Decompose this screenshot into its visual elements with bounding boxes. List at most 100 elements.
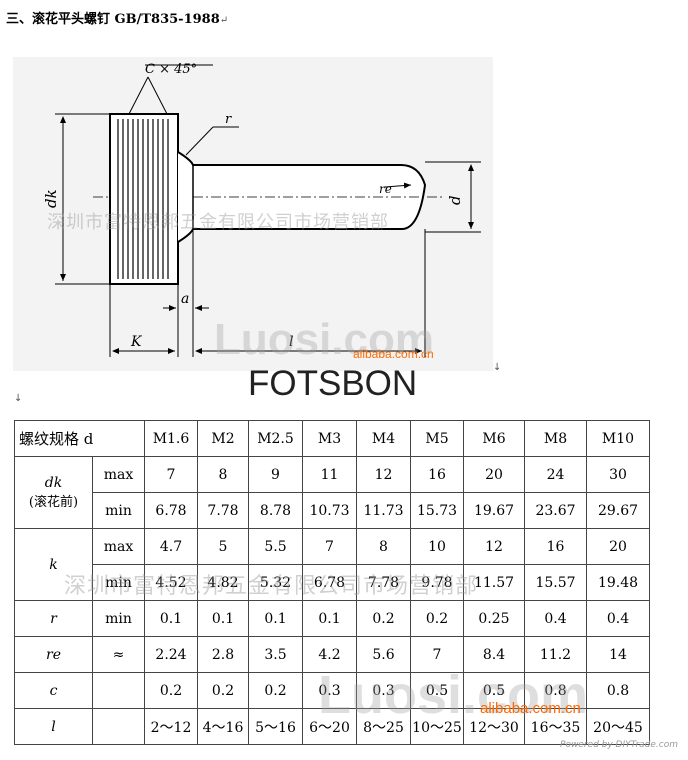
value-cell: 0.1 <box>197 600 249 637</box>
value-cell: 16 <box>410 456 464 493</box>
value-cell: 11.2 <box>524 636 587 673</box>
value-cell: 6～20 <box>302 708 357 745</box>
value-cell: 7 <box>144 456 198 493</box>
value-cell: 14 <box>586 636 650 673</box>
param-symbol-cell: k <box>14 528 93 601</box>
param-symbol: l <box>51 718 56 735</box>
value-cell: 20～45 <box>586 708 650 745</box>
value-cell: 20 <box>463 456 525 493</box>
param-note: (滚花前) <box>28 495 79 510</box>
value-cell: 0.4 <box>586 600 650 637</box>
size-header-cell: M2.5 <box>248 420 303 457</box>
chamfer-label: C × 45° <box>145 62 197 77</box>
value-cell: 12～30 <box>463 708 525 745</box>
value-cell: 0.25 <box>463 600 525 637</box>
value-cell: 10 <box>410 528 464 565</box>
param-symbol-cell: l <box>14 708 93 745</box>
value-cell: 11.73 <box>356 492 411 529</box>
k-label: K <box>130 334 143 350</box>
value-cell: 10～25 <box>410 708 464 745</box>
value-cell: 0.8 <box>586 672 650 709</box>
param-symbol: r <box>50 610 57 627</box>
value-cell: 2.24 <box>144 636 198 673</box>
param-symbol-cell: dk (滚花前) <box>14 456 93 529</box>
value-cell: 7.78 <box>356 564 411 601</box>
param-subtype-cell: ≈ <box>92 636 145 673</box>
param-symbol: dk <box>44 475 63 491</box>
technical-drawing: C × 45° r re dk d a K l <box>13 57 493 371</box>
value-cell: 5 <box>197 528 249 565</box>
param-symbol: re <box>46 646 61 663</box>
value-cell: 8.78 <box>248 492 303 529</box>
company-watermark-table: 深圳市富特恩邦五金有限公司市场营销部 <box>64 574 479 599</box>
size-header-cell: M4 <box>356 420 411 457</box>
luosi-watermark-table: Luosi.com <box>318 665 589 725</box>
size-header-cell: M6 <box>463 420 525 457</box>
value-cell: 12 <box>463 528 525 565</box>
value-cell: 19.48 <box>586 564 650 601</box>
value-cell: 8～25 <box>356 708 411 745</box>
value-cell: 8.4 <box>463 636 525 673</box>
value-cell: 0.2 <box>410 600 464 637</box>
value-cell: 6.78 <box>144 492 198 529</box>
d-label: d <box>446 195 464 205</box>
value-cell: 16 <box>524 528 587 565</box>
value-cell: 20 <box>586 528 650 565</box>
value-cell: 30 <box>586 456 650 493</box>
param-symbol: k <box>49 556 58 573</box>
value-cell: 3.5 <box>248 636 303 673</box>
knurl-lines <box>117 119 169 279</box>
paragraph-mark-2: ↓ <box>493 362 502 373</box>
value-cell: 23.67 <box>524 492 587 529</box>
thread-spec-header: 螺纹规格 d <box>14 420 145 457</box>
value-cell: 11 <box>302 456 357 493</box>
value-cell: 0.1 <box>144 600 198 637</box>
value-cell: 2～12 <box>144 708 198 745</box>
size-header-cell: M2 <box>197 420 249 457</box>
screw-diagram: C × 45° r re dk d a K l <box>42 62 481 357</box>
value-cell: 8 <box>197 456 249 493</box>
param-subtype-cell <box>92 672 145 709</box>
size-header-cell: M1.6 <box>144 420 198 457</box>
value-cell: 11.57 <box>463 564 525 601</box>
size-header-cell: M5 <box>410 420 464 457</box>
dk-label: dk <box>42 189 60 208</box>
value-cell: 0.4 <box>524 600 587 637</box>
param-subtype-cell: min <box>92 600 145 637</box>
value-cell: 5.6 <box>356 636 411 673</box>
value-cell: 6.78 <box>302 564 357 601</box>
value-cell: 29.67 <box>586 492 650 529</box>
value-cell: 0.5 <box>410 672 464 709</box>
value-cell: 2.8 <box>197 636 249 673</box>
value-cell: 15.57 <box>524 564 587 601</box>
l-label: l <box>289 334 293 350</box>
value-cell: 0.5 <box>463 672 525 709</box>
value-cell: 4.7 <box>144 528 198 565</box>
screw-head <box>109 113 179 285</box>
value-cell: 5.32 <box>248 564 303 601</box>
value-cell: 24 <box>524 456 587 493</box>
param-symbol-cell: r <box>14 600 93 637</box>
param-subtype-cell: min <box>92 492 145 529</box>
value-cell: 0.3 <box>302 672 357 709</box>
re-label: re <box>379 182 392 196</box>
value-cell: 0.1 <box>248 600 303 637</box>
value-cell: 16～35 <box>524 708 587 745</box>
value-cell: 19.67 <box>463 492 525 529</box>
size-header-cell: M3 <box>302 420 357 457</box>
paragraph-mark: ↵ <box>219 15 229 26</box>
value-cell: 0.2 <box>197 672 249 709</box>
size-header-cell: M8 <box>524 420 587 457</box>
param-symbol: c <box>49 682 58 699</box>
value-cell: 15.73 <box>410 492 464 529</box>
value-cell: 0.2 <box>248 672 303 709</box>
value-cell: 10.73 <box>302 492 357 529</box>
param-symbol-cell: re <box>14 636 93 673</box>
value-cell: 12 <box>356 456 411 493</box>
